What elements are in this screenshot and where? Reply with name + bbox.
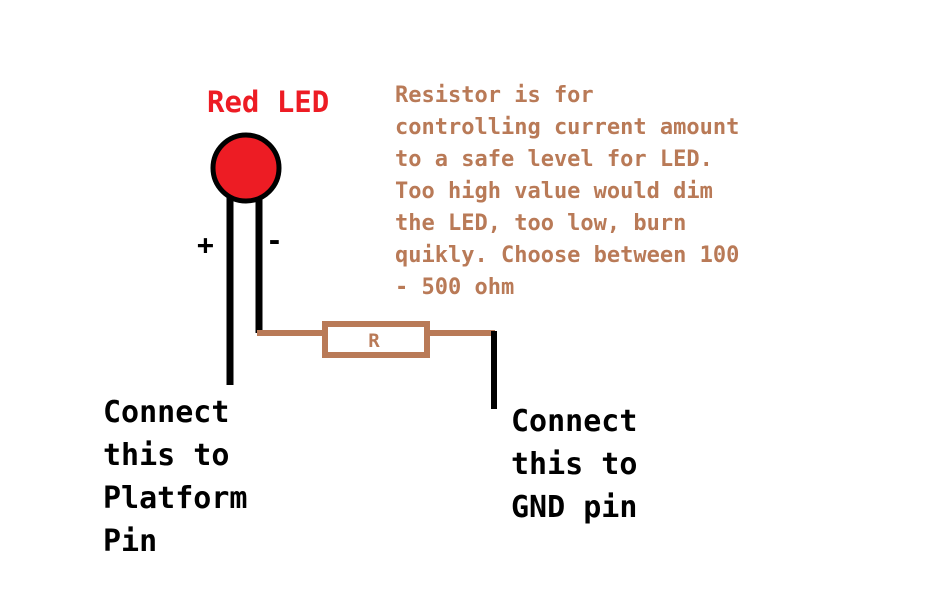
gnd-pin-instruction: Connect this to GND pin xyxy=(511,404,638,525)
resistor-note: Resistor is for controlling current amou… xyxy=(395,83,740,300)
plus-sign: + xyxy=(197,228,214,261)
resistor-label: R xyxy=(368,330,380,352)
led-label: Red LED xyxy=(207,85,330,119)
red-led xyxy=(210,132,282,204)
minus-sign: - xyxy=(266,224,283,257)
platform-pin-instruction: Connect this to Platform Pin xyxy=(103,395,248,559)
resistor xyxy=(322,321,430,358)
